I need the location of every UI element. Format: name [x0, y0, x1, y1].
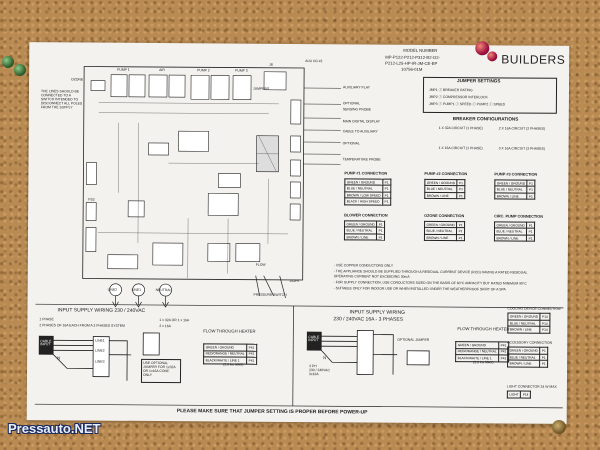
jumper-row-3: JMP3 ⓘ PUMP1 ⓘ SPEED ⓘ PUMP2 ⓘ SPEED	[428, 101, 506, 107]
optional-jumper-note-left: USE OPTIONAL JUMPER FOR 1x32A OR 1x16A C…	[142, 360, 176, 378]
pcb-board-drawing	[34, 66, 564, 409]
supply-left-row2b: 2 x 16A	[159, 324, 171, 329]
breaker-opt-4: 3 X 16A CIRCUIT (3 PHASES)	[498, 146, 545, 151]
connection-table-title: BLOWER CONNECTION	[344, 213, 388, 218]
line2-left: LINE2	[95, 348, 105, 353]
supply-left-title: INPUT SUPPLY WIRING 230 / 240VAC	[57, 307, 146, 314]
pressure-switch-label: PRESSURE SWITCH	[253, 292, 287, 297]
callout-main-display: MAIN DIGITAL DISPLAY	[342, 119, 381, 124]
jumper-row-2: JMP2 ⓘ COMPRESSOR INTERLOCK	[428, 94, 488, 100]
connection-table-title: PUMP #1 CONNECTION	[344, 171, 388, 176]
disconnect-note: THE LINES SHOULD BE CONNECTED TO A SWITC…	[40, 89, 83, 110]
callout-temperature-probe: TEMPERATURE PROBE	[342, 157, 381, 162]
breaker-opt-2: 2 X 16A CIRCUIT (2 PHASES)	[498, 126, 546, 131]
breaker-config-title: BREAKER CONFIGURATIONS	[452, 116, 519, 122]
watermark: Pressauto.NET	[8, 421, 101, 436]
side-table-title: COOLING DEVICE CONNECTION	[507, 306, 561, 311]
callout-cable-auxiliary: CABLE TO AUXILIARY	[342, 129, 378, 134]
supply-right-sub: 230 / 240VAC 16A - 3 PHASES	[333, 316, 404, 323]
breaker-opt-1: 1 X 32A CIRCUIT (1 PHASE)	[438, 125, 483, 131]
note-3: OPERATING CURRENT NOT EXCEEDING 30mA	[333, 274, 410, 279]
line1-left: LINE1	[95, 338, 105, 343]
heater-note-right: (3.6 kw MAX)	[473, 360, 494, 365]
pushpin-green-icon-2	[14, 64, 26, 76]
thumbtack-brass-icon	[552, 420, 566, 434]
side-table-title: ACCESSORY CONNECTION	[507, 340, 553, 345]
ozone-label: OZONE	[71, 77, 84, 82]
supply-right-title: INPUT SUPPLY WIRING	[349, 309, 406, 316]
aux-io-sub-label: J8	[269, 62, 273, 67]
supply-left-row1b: 1 x 32A OR 1 x 16A	[159, 318, 190, 323]
connection-table-title: CIRC. PUMP CONNECTION	[494, 214, 544, 219]
jumper-settings-title: JUMPER SETTINGS	[457, 78, 501, 84]
pushpin-green-icon	[2, 56, 14, 68]
side-table-title: LIGHT CONNECTOR 24 W MAX	[506, 384, 557, 389]
flow-heater-title-right: FLOW THROUGH HEATER	[457, 326, 510, 332]
pump2-label: PUMP 2	[197, 68, 210, 73]
callout-sensing-probe: SENSING PROBE	[342, 107, 371, 112]
model-line-2: P212-L25-HP-IR-JM-CE-EP	[385, 60, 438, 66]
line1-label: LINE1	[131, 287, 142, 292]
model-line-1: MP-P122-P212-P312-B2-O2-	[385, 54, 440, 60]
cable-input-label-left: CABLE INPUT	[40, 339, 52, 347]
pump1-label: PUMP 1	[117, 67, 130, 72]
supply-left-row1a: 1 PHASE	[39, 317, 54, 322]
jumper-row-1: JMP1 ⓘ BREAKER RATING	[428, 87, 473, 93]
flow-label: FLOW	[255, 262, 266, 267]
breaker-opt-3: 1 X 16A CIRCUIT (1 PHASE)	[438, 145, 483, 151]
wiring-diagram-sheet: OZONE PUMP 1 AIR PUMP 2 PUMP 3 AUX I/O #…	[26, 41, 570, 424]
optional-jumper-right: OPTIONAL JUMPER	[397, 337, 430, 342]
light-label: LIGHT	[289, 278, 300, 284]
line3-left: LINE3	[95, 359, 105, 364]
air-label: AIR	[159, 68, 165, 73]
connection-table-title: PUMP #2 CONNECTION	[424, 171, 468, 177]
line2-label: LINE2	[107, 287, 118, 292]
aux-io-label: AUX I/O #2	[305, 59, 323, 64]
neutral-n-left: N	[57, 355, 61, 361]
part-number: 10756-01M	[401, 66, 423, 72]
flow-heater-title-left: FLOW THROUGH HEATER	[203, 328, 256, 334]
jumpers-label: JUMPERS	[252, 86, 270, 91]
heater-note-left: (3.6 kw MAX)	[223, 362, 244, 367]
pump3-label: PUMP 3	[235, 68, 248, 73]
callout-optional-2: OPTIONAL	[342, 141, 360, 146]
supply-right-spec: 3 PH 230 / 240VAC 3x16A	[309, 364, 330, 377]
neutral-n-right: N	[323, 355, 327, 361]
model-number-label: MODEL NUMBER	[403, 47, 438, 53]
ps2-label: PS2	[88, 197, 95, 202]
callout-optional-1: OPTIONAL	[342, 101, 361, 106]
callout-auxiliary-play: AUXILIARY PLAY	[343, 85, 370, 90]
connection-table-title: OZONE CONNECTION	[424, 213, 465, 219]
cable-input-label-right: CABLE INPUT	[308, 335, 320, 343]
brand-logo: BUILDERS	[501, 52, 566, 67]
pushpin-red-icon-2	[487, 51, 498, 62]
supply-left-row2a: 2 PHASES OF 16A EACH FROM A 3 PHASES SYS…	[39, 323, 125, 328]
note-1: - USE COPPER CONDUCTORS ONLY	[333, 263, 394, 268]
connection-table-title: PUMP #3 CONNECTION	[494, 172, 538, 177]
neutral-label: NEUTRAL	[155, 288, 172, 293]
